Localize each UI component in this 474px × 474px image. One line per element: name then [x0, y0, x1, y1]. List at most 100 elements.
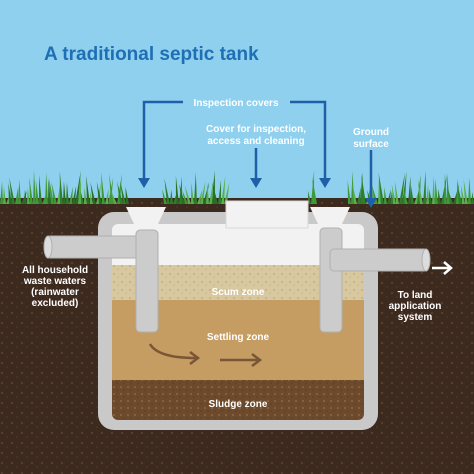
- grass-blade: [390, 191, 393, 204]
- access-cover-label-line1: Cover for inspection,: [206, 124, 306, 135]
- grass-blade: [57, 182, 61, 204]
- grass-blade: [101, 172, 105, 204]
- grass-blade: [357, 186, 361, 204]
- grass-blade: [96, 181, 102, 204]
- inspection-covers-label: Inspection covers: [193, 98, 278, 109]
- grass-blade: [120, 181, 126, 204]
- grass-blade: [361, 173, 366, 204]
- grass-blade: [394, 181, 399, 204]
- grass-blade: [59, 170, 63, 204]
- outlet-label-line2: application: [389, 301, 442, 312]
- sludge-zone-label: Sludge zone: [209, 399, 268, 410]
- grass-blade: [108, 177, 114, 204]
- grass-blade: [86, 175, 90, 204]
- grass-blade: [414, 188, 420, 204]
- inlet-pipe-end: [43, 235, 53, 259]
- settling-zone-label: Settling zone: [207, 332, 270, 343]
- outlet-label-line1: To land: [398, 290, 433, 301]
- grass-blade: [162, 188, 167, 204]
- grass: [0, 170, 474, 204]
- grass-blade: [447, 186, 453, 204]
- grass-blade: [367, 190, 372, 204]
- grass-blade: [423, 170, 426, 204]
- grass-blade: [184, 185, 191, 204]
- grass-blade: [468, 177, 471, 204]
- grass-blade: [312, 177, 317, 204]
- grass-blade: [429, 189, 432, 204]
- grass-blade: [18, 179, 21, 204]
- grass-blade: [109, 173, 114, 204]
- grass-blade: [456, 178, 459, 204]
- grass-blade: [457, 181, 462, 204]
- grass-blade: [45, 172, 48, 204]
- outlet-label-line3: system: [398, 312, 433, 323]
- ground-surface-arrowhead: [365, 198, 377, 208]
- outflow-arrow: [432, 261, 453, 275]
- grass-blade: [351, 170, 354, 204]
- grass-blade: [182, 190, 188, 204]
- inlet-label-line1: All household: [22, 265, 88, 276]
- grass-blade: [435, 178, 438, 204]
- grass-blade: [66, 182, 69, 204]
- grass-blade: [0, 181, 3, 204]
- grass-blade: [206, 182, 209, 204]
- grass-blade: [80, 191, 84, 204]
- grass-blade: [311, 170, 315, 204]
- grass-blade: [72, 186, 77, 204]
- grass-blade: [403, 190, 408, 204]
- grass-blade: [308, 190, 311, 204]
- grass-blade: [110, 190, 117, 204]
- grass-blade: [15, 186, 19, 204]
- grass-blade: [8, 182, 12, 204]
- grass-blade: [96, 181, 102, 204]
- right-inspection-cover: [310, 207, 350, 224]
- grass-blade: [179, 184, 185, 204]
- grass-blade: [438, 188, 441, 204]
- sludge-texture: [112, 380, 364, 420]
- grass-blade: [471, 191, 474, 204]
- grass-blade: [51, 182, 57, 204]
- grass-blade: [75, 170, 81, 204]
- inlet-label-line3: (rainwater: [31, 287, 79, 298]
- outlet-pipe: [329, 248, 429, 272]
- grass-blade: [212, 182, 218, 204]
- grass-blade: [27, 187, 30, 204]
- grass-blade: [9, 177, 15, 204]
- grass-blade: [69, 186, 73, 204]
- grass-blade: [117, 181, 123, 204]
- grass-blade: [391, 184, 396, 204]
- left-cover-arrowhead: [138, 178, 150, 188]
- left-inspection-cover: [126, 207, 166, 224]
- grass-blade: [417, 179, 423, 204]
- grass-blade: [432, 175, 435, 204]
- grass-blade: [29, 177, 33, 204]
- grass-blade: [224, 182, 230, 204]
- right-cover-arrowhead: [319, 178, 331, 188]
- grass-blade: [105, 188, 109, 204]
- grass-blade: [378, 175, 381, 204]
- grass-blade: [48, 178, 51, 204]
- grass-blade: [191, 182, 194, 204]
- grass-blade: [90, 191, 93, 204]
- access-cover: [225, 200, 309, 229]
- grass-blade: [170, 189, 173, 204]
- grass-blade: [460, 185, 465, 204]
- grass-blade: [209, 174, 215, 204]
- outlet-tee: [319, 227, 343, 333]
- grass-blade: [3, 186, 6, 204]
- grass-blade: [378, 172, 384, 204]
- grass-blade: [125, 186, 129, 204]
- grass-blade: [194, 172, 197, 204]
- grass-blade: [90, 182, 96, 204]
- grass-blade: [175, 175, 179, 204]
- grass-blade: [352, 183, 357, 204]
- inlet-label-line2: waste waters: [23, 276, 87, 287]
- grass-blade: [408, 176, 411, 204]
- grass-blade: [371, 184, 378, 204]
- access-cover-arrowhead: [250, 178, 262, 188]
- grass-blade: [78, 175, 81, 204]
- grass-blade: [164, 178, 170, 204]
- flow-arrow-curved: [148, 343, 201, 365]
- inspection-covers-connector: [142, 100, 327, 180]
